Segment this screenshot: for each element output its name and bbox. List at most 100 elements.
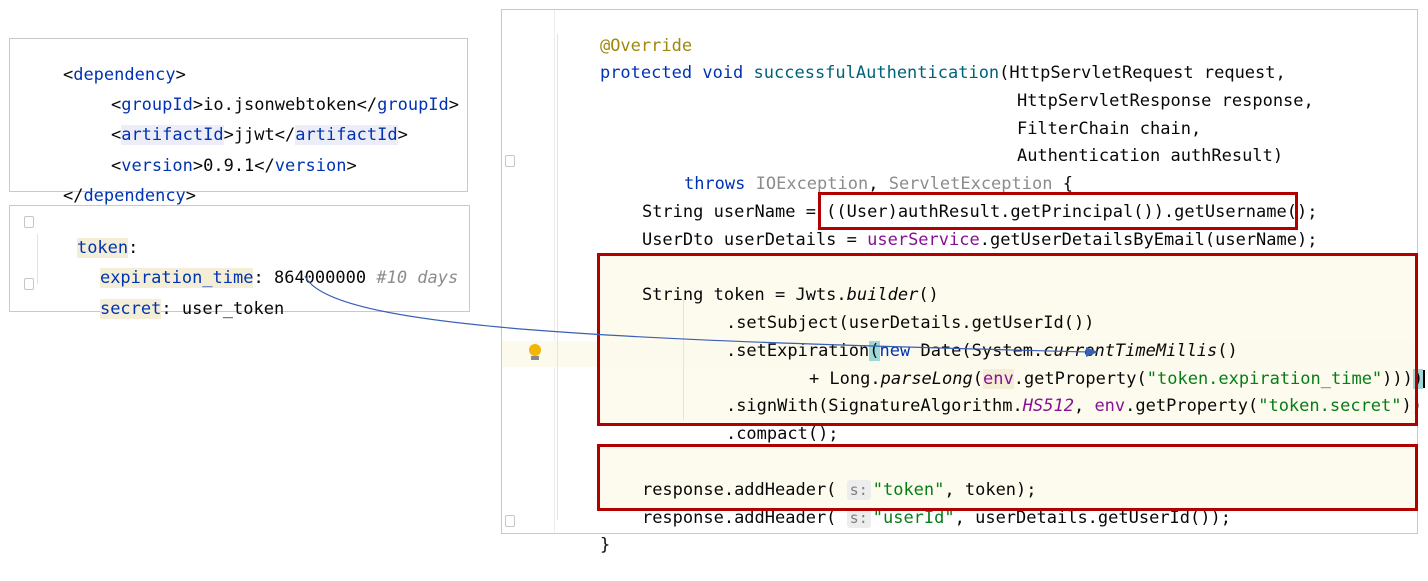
reference-arrow	[304, 275, 1098, 357]
header-block-bg	[597, 444, 1417, 510]
add-header-rest: , token);	[944, 480, 1037, 500]
builder-method: builder	[846, 285, 919, 305]
xml-punct: >	[346, 156, 357, 176]
arrow-head-icon	[1086, 347, 1098, 357]
fold-marker-icon[interactable]	[24, 216, 34, 228]
xml-value: io.jsonwebtoken	[203, 95, 357, 115]
code-set-subject: .setSubject(userDetails.getUserId())	[685, 287, 1094, 333]
get-property: .getProperty(	[1125, 396, 1259, 416]
fold-marker-icon[interactable]	[505, 515, 515, 527]
xml-punct: >	[192, 95, 204, 115]
xml-tag: groupId	[377, 95, 449, 115]
matched-paren: (	[869, 341, 880, 361]
code-userdto: UserDto userDetails = userService.getUse…	[601, 204, 1318, 250]
xml-line-groupid: <groupId>io.jsonwebtoken</groupId>	[70, 69, 459, 115]
java-editor-panel: @Override protected void successfulAuthe…	[501, 9, 1426, 555]
string-expiration-key: "token.expiration_time"	[1146, 369, 1383, 389]
xml-punct: <	[110, 95, 122, 115]
code-param-authresult: Authentication authResult)	[976, 120, 1283, 166]
matched-paren: )	[1412, 369, 1424, 389]
param-chain: FilterChain chain,	[1016, 119, 1202, 139]
xml-punct: <	[62, 65, 74, 85]
exception-io: IOException	[755, 174, 869, 194]
parens: ()	[1217, 341, 1238, 361]
xml-line-dependency-open: <dependency>	[22, 39, 186, 85]
xml-tag: version	[274, 156, 347, 176]
compact: .compact();	[725, 424, 839, 444]
xml-value: jjwt	[233, 125, 275, 145]
keyword-void: void	[702, 63, 744, 83]
code-param-chain: FilterChain chain,	[976, 93, 1201, 139]
add-header-rest: , userDetails.getUserId());	[954, 508, 1231, 528]
env-field: env	[982, 369, 1014, 389]
yaml-colon: :	[128, 238, 139, 258]
open-brace: {	[1052, 174, 1073, 194]
userservice-field: userService	[867, 230, 980, 250]
current-line-highlight	[502, 341, 1417, 367]
parens: ()	[918, 285, 939, 305]
token-block-bg	[597, 253, 1417, 425]
arrow-path	[304, 275, 1091, 353]
keyword-throws: throws	[683, 174, 746, 194]
string-secret-key: "token.secret"	[1258, 396, 1402, 416]
userdto-rest: .getUserDetailsByEmail(userName);	[979, 230, 1318, 250]
hs512-const: HS512	[1022, 396, 1074, 416]
set-subject: .setSubject(userDetails.getUserId())	[725, 313, 1095, 333]
code-add-header-userid: response.addHeader( s:"userId", userDeta…	[601, 482, 1231, 528]
indent-guide	[557, 34, 558, 520]
close-paren: )	[1402, 369, 1413, 389]
username-statement: String userName = ((User)authResult.getP…	[641, 202, 1318, 222]
keyword-protected: protected	[599, 63, 693, 83]
yaml-colon: :	[161, 299, 182, 319]
xml-tag: version	[121, 156, 193, 176]
lightbulb-base	[531, 356, 539, 360]
userdto-prefix: UserDto userDetails =	[641, 230, 868, 250]
yaml-line-secret: secret: user_token	[59, 273, 284, 319]
annotation-override: @Override	[599, 36, 693, 56]
code-method-signature: protected void successfulAuthentication(…	[559, 37, 1286, 83]
xml-line-version: <version>0.9.1</version>	[70, 130, 357, 176]
text-caret	[1423, 370, 1426, 388]
lightbulb-icon[interactable]	[529, 344, 541, 356]
exception-servlet: ServletException	[888, 174, 1053, 194]
xml-tag: dependency	[83, 186, 186, 206]
method-name: successfulAuthentication	[753, 63, 1000, 83]
close-parens: ))	[1382, 369, 1403, 389]
pom-xml-panel: <dependency> <groupId>io.jsonwebtoken</g…	[9, 38, 468, 206]
xml-punct: >	[192, 156, 204, 176]
indent-guide	[37, 234, 38, 284]
yaml-line-expiration: expiration_time: 864000000 #10 days	[59, 242, 458, 288]
token-decl: String token = Jwts.	[641, 285, 847, 305]
gutter-divider	[554, 10, 555, 533]
param-authresult: Authentication authResult)	[1016, 146, 1284, 166]
xml-punct: </	[62, 186, 84, 206]
xml-tag: dependency	[73, 65, 176, 85]
xml-line-artifactid: <artifactId>jjwt</artifactId>	[70, 99, 408, 145]
add-header-call: response.addHeader(	[641, 508, 837, 528]
xml-punct: </	[254, 156, 275, 176]
xml-punct: >	[175, 65, 186, 85]
string-token: "token"	[872, 480, 945, 500]
env-field: env	[1094, 396, 1126, 416]
comma: ,	[1073, 396, 1095, 416]
xml-punct: >	[223, 125, 234, 145]
code-token-builder: String token = Jwts.builder()	[601, 259, 939, 305]
xml-punct: <	[110, 125, 122, 145]
code-param-response: HttpServletResponse response,	[976, 65, 1314, 111]
xml-punct: >	[185, 186, 197, 206]
xml-value: 0.9.1	[203, 156, 255, 176]
yaml-key: expiration_time	[99, 268, 254, 288]
paren: (	[972, 369, 983, 389]
xml-tag-highlighted: artifactId	[121, 125, 224, 145]
yaml-value: user_token	[181, 299, 285, 319]
yaml-value: 864000000	[273, 268, 367, 288]
yaml-key: token	[76, 238, 129, 258]
fold-marker-icon[interactable]	[505, 155, 515, 167]
yaml-key: secret	[99, 299, 162, 319]
param-hint: s:	[846, 508, 871, 528]
param-response: HttpServletResponse response,	[1016, 91, 1314, 111]
xml-punct: <	[110, 156, 122, 176]
yaml-line-token: token:	[36, 212, 138, 258]
application-yml-panel: token: expiration_time: 864000000 #10 da…	[9, 205, 470, 319]
fold-marker-icon[interactable]	[24, 278, 34, 290]
